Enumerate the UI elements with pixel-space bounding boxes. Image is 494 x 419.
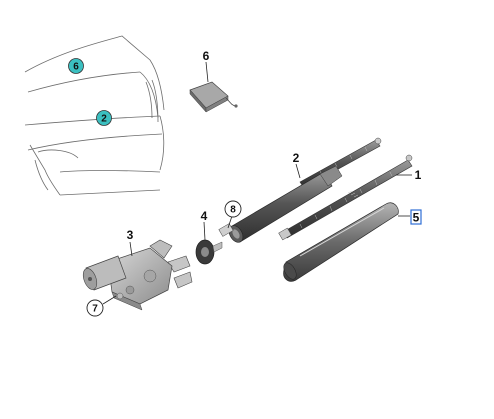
part-7-bolt[interactable] [102, 295, 117, 305]
part-6-cap[interactable] [189, 61, 238, 113]
car-callout-2-label: 2 [101, 114, 107, 125]
car-rear-outline [24, 35, 165, 196]
callout-7-circle[interactable]: 7 [86, 299, 104, 317]
callout-5: 5 [413, 211, 420, 225]
part-1-wiper-blade[interactable] [278, 154, 413, 241]
part-2-wiper-arm[interactable] [226, 137, 382, 245]
callout-7: 7 [92, 304, 98, 315]
car-callout-6[interactable]: 6 [68, 58, 84, 74]
callout-6: 6 [203, 49, 210, 63]
part-5-cover[interactable] [281, 202, 399, 282]
car-callout-2[interactable]: 2 [96, 110, 112, 126]
part-4-gasket[interactable] [195, 221, 223, 265]
callout-8: 8 [230, 205, 236, 216]
callout-2: 2 [293, 151, 300, 165]
callout-1: 1 [415, 168, 422, 182]
callout-3: 3 [127, 228, 134, 242]
part-3-wiper-motor[interactable] [81, 239, 193, 311]
callout-8-circle[interactable]: 8 [224, 200, 242, 218]
part-8-nut[interactable] [218, 215, 234, 237]
callout-4: 4 [201, 209, 208, 223]
car-callout-6-label: 6 [73, 62, 79, 73]
callout-5-selection-box[interactable] [410, 209, 422, 225]
